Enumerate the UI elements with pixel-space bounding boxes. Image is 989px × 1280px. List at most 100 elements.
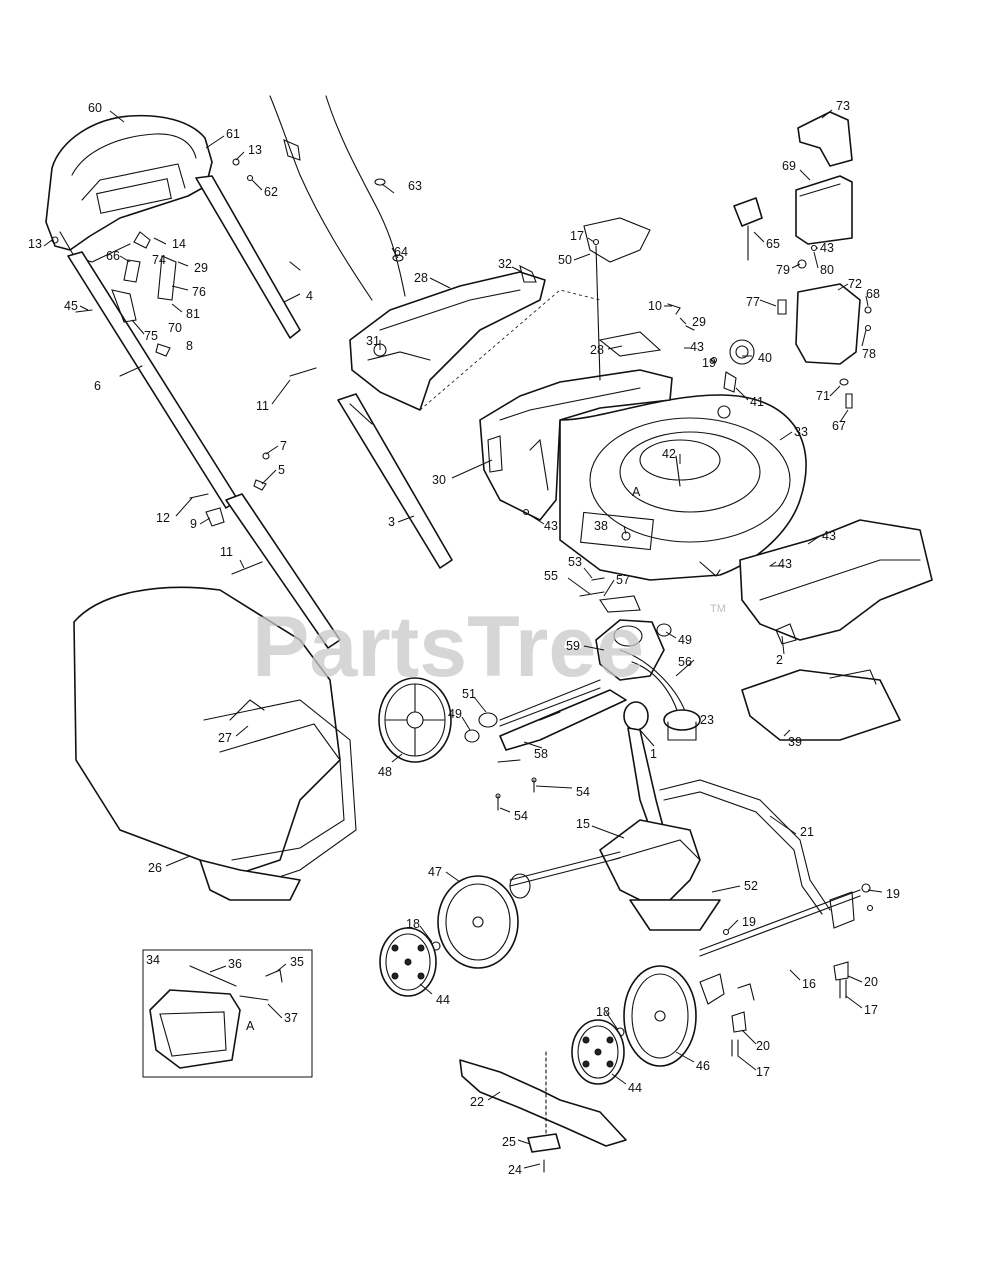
callout-29: 29 — [692, 315, 706, 329]
callout-17: 17 — [864, 1003, 878, 1017]
callout-44: 44 — [436, 993, 450, 1007]
callout-79: 79 — [776, 263, 790, 277]
callout-75: 75 — [144, 329, 158, 343]
callout-45: 45 — [64, 299, 78, 313]
callout-47: 47 — [428, 865, 442, 879]
callout-80: 80 — [820, 263, 834, 277]
hubcap-44-b — [571, 1019, 625, 1085]
callout-43: 43 — [778, 557, 792, 571]
callout-32: 32 — [498, 257, 512, 271]
callout-17: 17 — [570, 229, 584, 243]
callout-78: 78 — [862, 347, 876, 361]
callout-10: 10 — [648, 299, 662, 313]
callout-43: 43 — [544, 519, 558, 533]
callout-43: 43 — [690, 340, 704, 354]
callout-33: 33 — [794, 425, 808, 439]
callout-23: 23 — [700, 713, 714, 727]
callout-63: 63 — [408, 179, 422, 193]
callout-31: 31 — [366, 334, 380, 348]
callout-64: 64 — [394, 245, 408, 259]
callout-39: 39 — [788, 735, 802, 749]
callout-44: 44 — [628, 1081, 642, 1095]
callout-46: 46 — [696, 1059, 710, 1073]
control-cables — [269, 95, 406, 301]
callout-18: 18 — [406, 917, 420, 931]
callout-17: 17 — [756, 1065, 770, 1079]
callout-26: 26 — [148, 861, 162, 875]
callout-71: 71 — [816, 389, 830, 403]
callout-20: 20 — [864, 975, 878, 989]
callout-66: 66 — [106, 249, 120, 263]
discharge-chute — [739, 519, 933, 645]
callout-77: 77 — [746, 295, 760, 309]
callout-42: 42 — [662, 447, 676, 461]
callout-43: 43 — [822, 529, 836, 543]
callout-30: 30 — [432, 473, 446, 487]
callout-43: 43 — [820, 241, 834, 255]
callout-49: 49 — [678, 633, 692, 647]
callout-62: 62 — [264, 185, 278, 199]
callout-7: 7 — [280, 439, 287, 453]
mulch-plate — [741, 669, 901, 741]
callout-55: 55 — [544, 569, 558, 583]
rear-wheel-cover-48 — [378, 677, 452, 763]
callout-73: 73 — [836, 99, 850, 113]
callout-27: 27 — [218, 731, 232, 745]
callout-41: 41 — [750, 395, 764, 409]
watermark: PartsTree — [252, 599, 644, 695]
callout-18: 18 — [596, 1005, 610, 1019]
callout-4: 4 — [306, 289, 313, 303]
callout-19: 19 — [742, 915, 756, 929]
callout-36: 36 — [228, 957, 242, 971]
callout-14: 14 — [172, 237, 186, 251]
drive-assembly — [464, 577, 701, 811]
callout-5: 5 — [278, 463, 285, 477]
front-wheel-46 — [615, 965, 697, 1067]
callout-3: 3 — [388, 515, 395, 529]
callout-70: 70 — [168, 321, 182, 335]
callout-74: 74 — [152, 253, 166, 267]
callout-59: 59 — [566, 639, 580, 653]
callout-22: 22 — [470, 1095, 484, 1109]
callout-48: 48 — [378, 765, 392, 779]
callout-54: 54 — [514, 809, 528, 823]
callout-56: 56 — [678, 655, 692, 669]
callout-13: 13 — [28, 237, 42, 251]
callout-61: 61 — [226, 127, 240, 141]
callout-34: 34 — [146, 953, 160, 967]
callout-51: 51 — [462, 687, 476, 701]
callout-53: 53 — [568, 555, 582, 569]
callout-8: 8 — [186, 339, 193, 353]
callout-40: 40 — [758, 351, 772, 365]
callout-52: 52 — [744, 879, 758, 893]
callout-19: 19 — [702, 356, 716, 370]
callout-2: 2 — [776, 653, 783, 667]
callout-68: 68 — [866, 287, 880, 301]
hubcap-44-a — [379, 927, 437, 997]
callout-11: 11 — [256, 399, 269, 413]
callout-labels: 60 61 13 62 13 14 74 29 66 76 45 75 70 8… — [28, 99, 900, 1177]
callout-49: 49 — [448, 707, 462, 721]
callout-16: 16 — [802, 977, 816, 991]
blade-assembly — [459, 1051, 627, 1173]
rear-cover — [349, 264, 601, 411]
callout-24: 24 — [508, 1163, 522, 1177]
callout-37: 37 — [284, 1011, 298, 1025]
callout-25: 25 — [502, 1135, 516, 1149]
callout-67: 67 — [832, 419, 846, 433]
reference-mark-a: A — [632, 485, 641, 499]
callout-19: 19 — [886, 887, 900, 901]
reference-mark-a: A — [246, 1019, 255, 1033]
callout-20: 20 — [756, 1039, 770, 1053]
callout-65: 65 — [766, 237, 780, 251]
callout-38: 38 — [594, 519, 608, 533]
callout-81: 81 — [186, 307, 200, 321]
callout-58: 58 — [534, 747, 548, 761]
callout-50: 50 — [558, 253, 572, 267]
callout-54: 54 — [576, 785, 590, 799]
callout-60: 60 — [88, 101, 102, 115]
grass-catcher — [73, 586, 357, 901]
callout-28: 28 — [590, 343, 604, 357]
callout-35: 35 — [290, 955, 304, 969]
